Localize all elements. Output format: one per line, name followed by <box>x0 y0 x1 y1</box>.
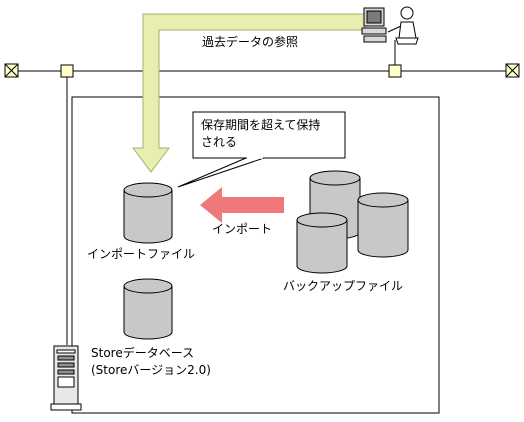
server-tower-icon <box>50 345 82 411</box>
reference-label: 過去データの参照 <box>202 34 298 49</box>
store-db-label-line2: (Storeバージョン2.0) <box>91 363 211 377</box>
backup-file-cylinder-right <box>357 192 409 258</box>
callout-box <box>192 111 346 159</box>
workstation-with-user-icon <box>361 6 419 45</box>
callout-pointer <box>177 157 265 188</box>
network-node-client <box>388 64 402 78</box>
callout-text-line2: される <box>201 135 237 149</box>
callout-text-line1: 保存期間を超えて保持 <box>201 117 320 132</box>
backup-file-label: バックアップファイル <box>283 279 403 293</box>
network-node-server <box>60 64 74 78</box>
line-terminator-right-icon <box>505 63 520 78</box>
line-terminator-left-icon <box>4 63 19 78</box>
backup-file-cylinder-front <box>296 212 348 274</box>
store-db-label-line1: Storeデータベース <box>91 345 194 360</box>
import-arrow <box>200 187 284 223</box>
import-file-label: インポートファイル <box>87 247 195 261</box>
store-database-cylinder <box>123 278 173 340</box>
reference-arrow <box>132 13 366 173</box>
server-boundary <box>71 96 440 414</box>
import-action-label: インポート <box>212 222 272 236</box>
import-file-cylinder <box>123 182 173 244</box>
